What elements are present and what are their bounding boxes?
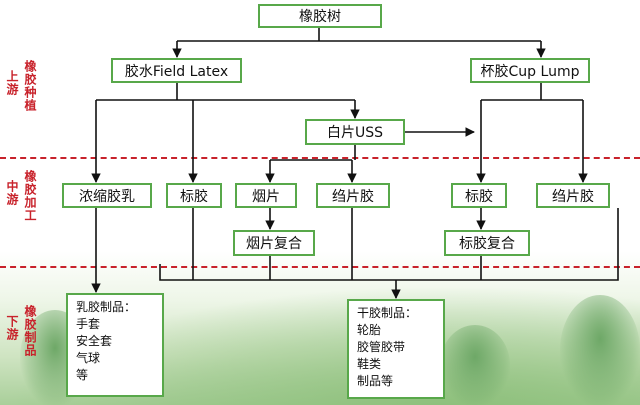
stage-label-downstream-side: 橡胶制品 xyxy=(23,305,37,357)
background-tree xyxy=(560,295,640,405)
stage-label-midstream-side: 橡胶加工 xyxy=(23,170,37,222)
standard-rubber-right-node: 标胶 xyxy=(451,183,507,208)
stage-divider-midstream xyxy=(0,266,640,268)
dry-product-item: 胶管胶带 xyxy=(357,340,406,354)
field-latex-node: 胶水Field Latex xyxy=(111,58,242,83)
stage-label-upstream: 上游 橡胶种植 xyxy=(4,60,52,145)
background-tree xyxy=(440,325,510,405)
rubber-tree-node: 橡胶树 xyxy=(258,4,382,28)
latex-product-item: 等 xyxy=(76,368,89,382)
stage-label-upstream-side: 橡胶种植 xyxy=(23,60,37,112)
latex-products-title: 乳胶制品： xyxy=(76,300,137,314)
latex-product-item: 安全套 xyxy=(76,334,113,348)
stage-divider-upstream xyxy=(0,157,640,159)
concentrated-latex-node: 浓缩胶乳 xyxy=(62,183,152,208)
smoked-compound-node: 烟片复合 xyxy=(233,230,315,256)
dry-products-box: 干胶制品： 轮胎 胶管胶带 鞋类 制品等 xyxy=(347,299,445,399)
stage-label-upstream-top: 上游 xyxy=(5,70,19,96)
dry-products-title: 干胶制品： xyxy=(357,306,418,320)
latex-product-item: 手套 xyxy=(76,317,101,331)
latex-product-item: 气球 xyxy=(76,351,101,365)
stage-label-midstream-top: 中游 xyxy=(5,180,19,206)
crepe-left-node: 绉片胶 xyxy=(316,183,390,208)
cup-lump-node: 杯胶Cup Lump xyxy=(470,58,590,83)
crepe-right-node: 绉片胶 xyxy=(536,183,610,208)
uss-node: 白片USS xyxy=(305,119,405,145)
smoked-sheet-node: 烟片 xyxy=(235,183,297,208)
dry-product-item: 鞋类 xyxy=(357,357,382,371)
standard-rubber-left-node: 标胶 xyxy=(166,183,222,208)
stage-label-downstream: 下游 橡胶制品 xyxy=(4,285,52,370)
stage-label-midstream: 中游 橡胶加工 xyxy=(4,170,52,255)
dry-product-item: 制品等 xyxy=(357,374,394,388)
stage-label-downstream-top: 下游 xyxy=(5,315,19,341)
latex-products-box: 乳胶制品： 手套 安全套 气球 等 xyxy=(66,293,164,397)
standard-compound-node: 标胶复合 xyxy=(444,230,530,256)
dry-product-item: 轮胎 xyxy=(357,323,382,337)
edge-dry-bus xyxy=(159,208,619,281)
